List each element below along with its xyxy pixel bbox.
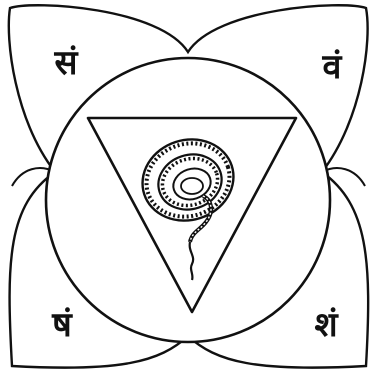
petal-syllable-bottom-left: षं xyxy=(51,305,73,345)
petal-syllable-top-left: सं xyxy=(54,43,79,83)
petal-syllable-bottom-right: शं xyxy=(314,305,339,345)
petal-syllable-top-right: वं xyxy=(322,47,343,87)
